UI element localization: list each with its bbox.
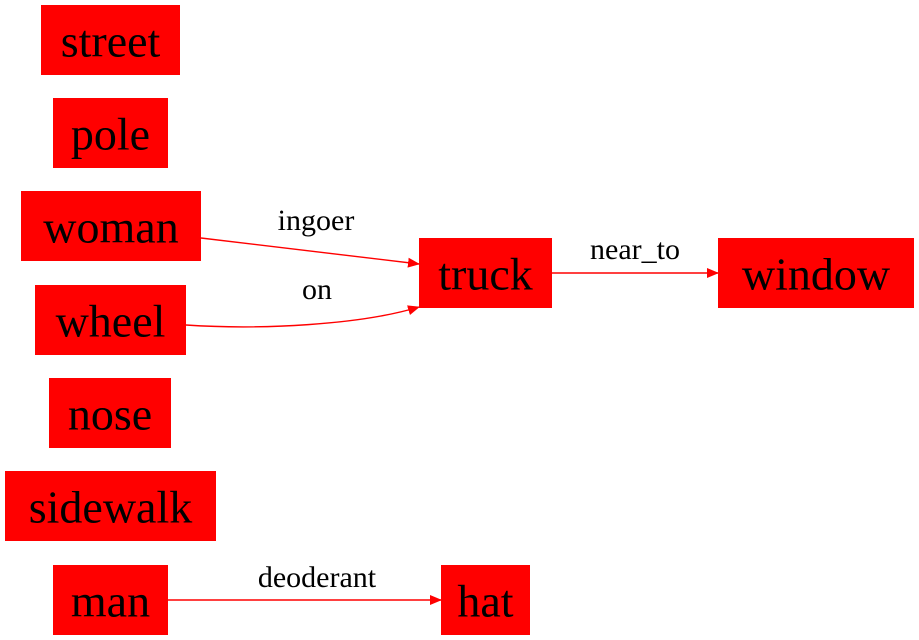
node-label-truck: truck <box>438 249 533 300</box>
node-wheel: wheel <box>35 285 186 355</box>
edge-wheel-truck: on <box>185 273 420 328</box>
node-box-window <box>718 238 914 308</box>
node-label-hat: hat <box>457 576 513 627</box>
nodes-layer: street pole woman wheel nose sidewalk man truck… <box>5 5 914 635</box>
node-label-man: man <box>71 576 150 627</box>
node-hat: hat <box>441 565 530 635</box>
edge-label-man-hat: deoderant <box>258 561 377 594</box>
node-box-street <box>41 5 180 75</box>
node-window: window <box>718 238 914 308</box>
node-box-truck <box>419 238 552 308</box>
edge-man-hat: deoderant <box>168 561 442 605</box>
edge-truck-window: near_to <box>552 233 719 278</box>
node-label-sidewalk: sidewalk <box>29 482 193 533</box>
edge-woman-truck: ingoer <box>200 204 420 268</box>
edge-label-woman-truck: ingoer <box>278 204 355 237</box>
node-label-window: window <box>742 249 891 300</box>
node-box-man <box>53 565 168 635</box>
edges-layer: ingoer on near_to deoderant <box>168 204 719 605</box>
node-sidewalk: sidewalk <box>5 471 216 541</box>
node-box-pole <box>53 98 168 168</box>
node-nose: nose <box>49 378 171 448</box>
node-box-woman <box>21 191 201 261</box>
node-street: street <box>41 5 180 75</box>
node-label-woman: woman <box>43 202 178 253</box>
node-label-nose: nose <box>68 389 152 440</box>
node-truck: truck <box>419 238 552 308</box>
node-box-sidewalk <box>5 471 216 541</box>
edge-arrow-woman-truck <box>200 237 420 268</box>
node-box-wheel <box>35 285 186 355</box>
edge-label-wheel-truck: on <box>302 273 332 306</box>
node-label-street: street <box>61 16 161 67</box>
node-box-hat <box>441 565 530 635</box>
node-box-nose <box>49 378 171 448</box>
edge-label-truck-window: near_to <box>590 233 680 266</box>
node-man: man <box>53 565 168 635</box>
node-pole: pole <box>53 98 168 168</box>
node-woman: woman <box>21 191 201 261</box>
node-label-wheel: wheel <box>56 296 166 347</box>
edge-arrow-wheel-truck <box>185 305 420 328</box>
node-label-pole: pole <box>71 109 150 160</box>
